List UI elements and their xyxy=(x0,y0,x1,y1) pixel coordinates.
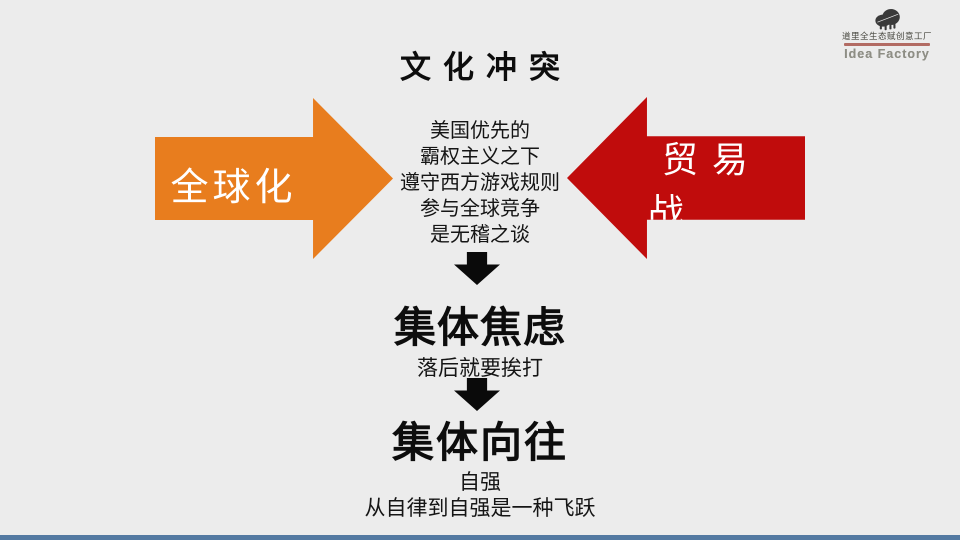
center-statement-line: 遵守西方游戏规则 xyxy=(400,172,560,194)
down-arrow-icon xyxy=(454,378,500,411)
down-arrow-icon xyxy=(454,252,500,285)
aspiration-subtext-1: 自强 xyxy=(459,470,501,494)
center-statement: 美国优先的 霸权主义之下 遵守西方游戏规则 参与全球竞争 是无稽之谈 xyxy=(0,118,960,248)
anxiety-heading: 集体焦虑 xyxy=(393,306,566,352)
logo-tagline-bar xyxy=(844,43,930,47)
sheep-logo-icon xyxy=(870,7,904,31)
slide-title: 文化冲突 xyxy=(400,50,572,85)
logo-name-en: Idea Factory xyxy=(844,47,930,62)
globalization-arrow-label: 全球化 xyxy=(170,167,297,209)
aspiration-subtext-2: 从自律到自强是一种飞跃 xyxy=(364,496,596,520)
center-statement-line: 美国优先的 xyxy=(430,120,530,142)
center-statement-line: 参与全球竞争 xyxy=(420,198,540,220)
bottom-accent-bar xyxy=(0,535,960,540)
center-statement-line: 是无稽之谈 xyxy=(430,224,530,246)
anxiety-subtext: 落后就要挨打 xyxy=(417,356,543,380)
logo-company-name: 道里全生态赋创意工厂 xyxy=(841,31,932,41)
aspiration-heading: 集体向往 xyxy=(391,421,568,467)
logo: 道里全生态赋创意工厂 Idea Factory xyxy=(824,7,950,62)
center-statement-line: 霸权主义之下 xyxy=(420,146,540,168)
